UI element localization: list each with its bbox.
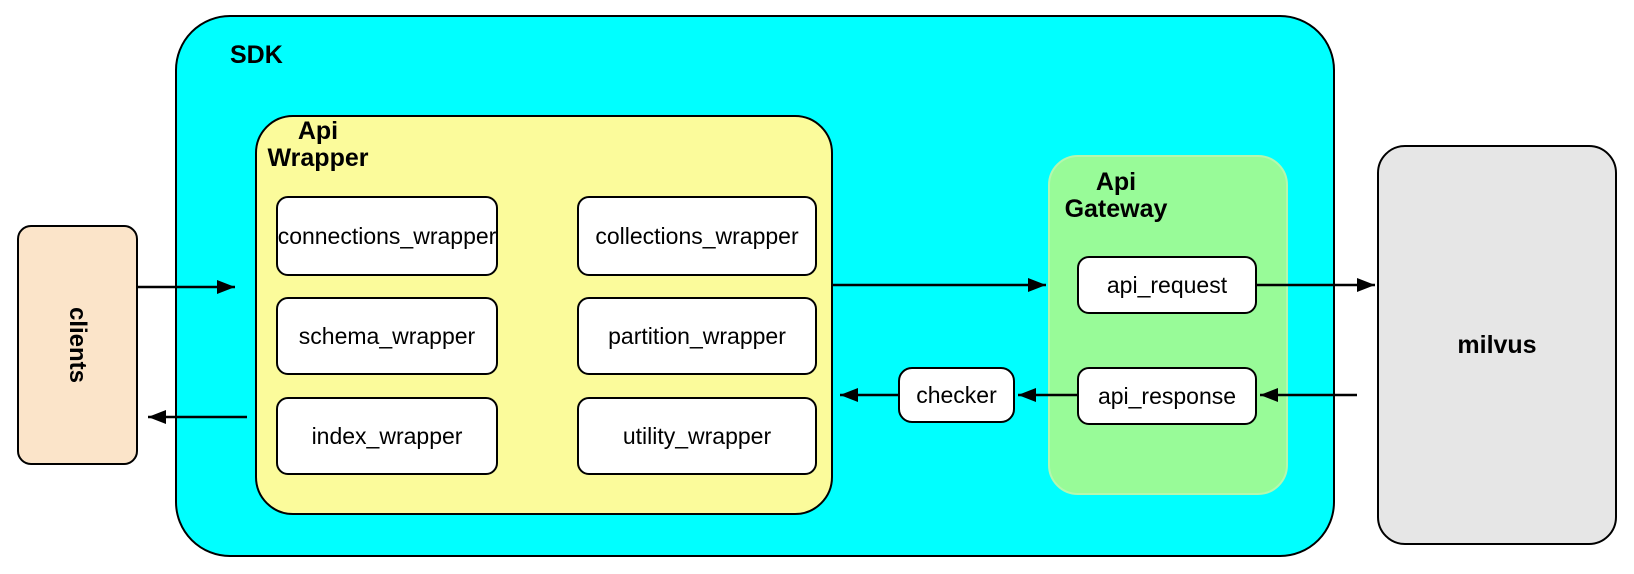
connections-wrapper-label: connections_wrapper (277, 222, 497, 249)
checker-label: checker (916, 381, 997, 408)
api-wrapper-title-line2: Wrapper (267, 144, 369, 172)
clients-label: clients (64, 306, 92, 384)
index-wrapper-label: index_wrapper (311, 422, 463, 449)
checker-box: checker (898, 367, 1015, 423)
api-gateway-title-line1: Api (1095, 168, 1137, 196)
index-wrapper-box: index_wrapper (276, 397, 498, 475)
utility-wrapper-label: utility_wrapper (622, 422, 772, 449)
partition-wrapper-box: partition_wrapper (577, 297, 817, 375)
api-gateway-title: Api Gateway (1058, 169, 1174, 223)
collections-wrapper-box: collections_wrapper (577, 196, 817, 276)
api-response-box: api_response (1077, 367, 1257, 425)
api-wrapper-title-line1: Api (297, 117, 339, 145)
api-request-label: api_request (1106, 271, 1228, 298)
partition-wrapper-label: partition_wrapper (608, 322, 786, 349)
api-gateway-container (1048, 155, 1288, 495)
clients-box: clients (17, 225, 138, 465)
connections-wrapper-box: connections_wrapper (276, 196, 498, 276)
milvus-box: milvus (1377, 145, 1617, 545)
utility-wrapper-box: utility_wrapper (577, 397, 817, 475)
sdk-title: SDK (230, 41, 283, 69)
schema-wrapper-box: schema_wrapper (276, 297, 498, 375)
api-gateway-title-line2: Gateway (1064, 195, 1168, 223)
api-response-label: api_response (1097, 382, 1237, 409)
collections-wrapper-label: collections_wrapper (595, 222, 799, 249)
api-request-box: api_request (1077, 256, 1257, 314)
schema-wrapper-label: schema_wrapper (298, 322, 476, 349)
milvus-label: milvus (1457, 330, 1537, 359)
api-wrapper-title: Api Wrapper (262, 118, 374, 172)
